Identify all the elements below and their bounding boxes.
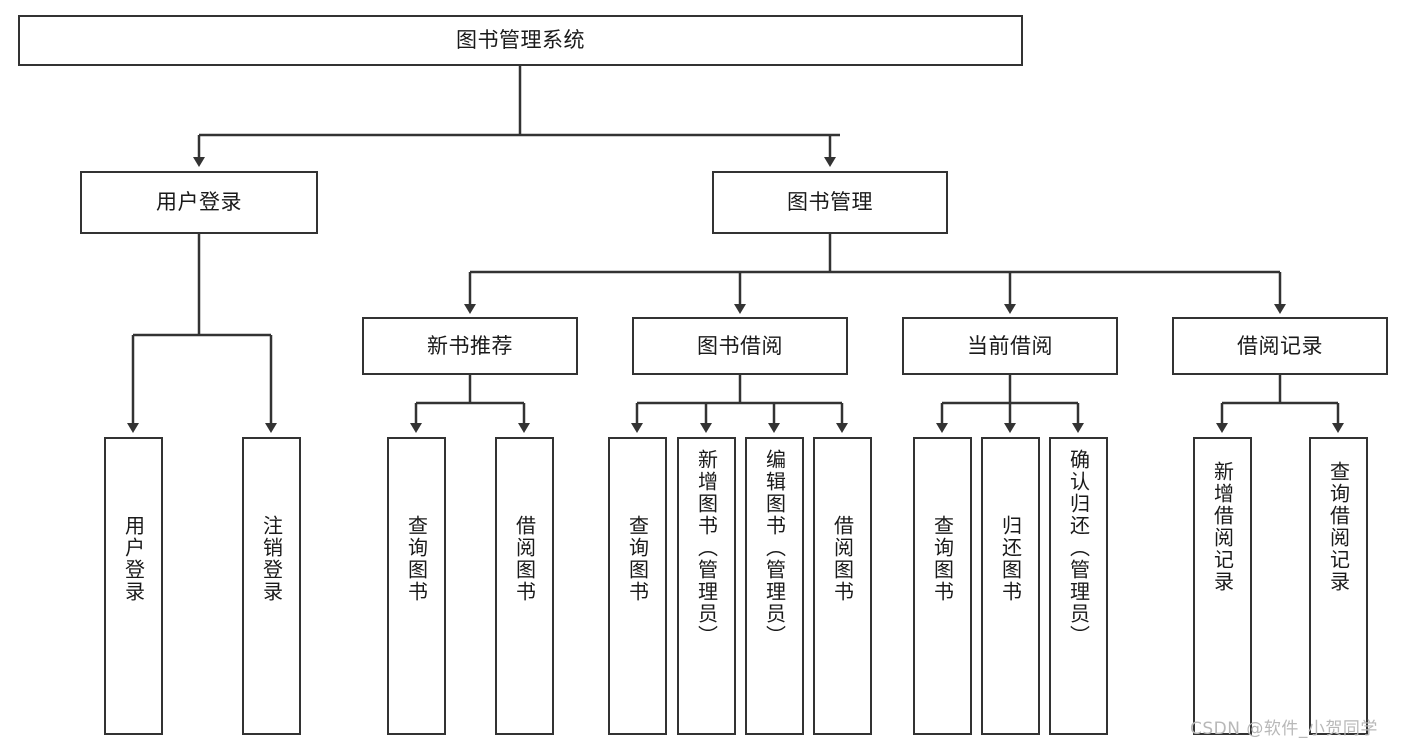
node-label: 查询图书 xyxy=(625,515,650,603)
node-label: 确认归还（管理员） xyxy=(1066,449,1091,647)
node-label: 归还图书 xyxy=(998,515,1023,603)
node-label: 当前借阅 xyxy=(967,333,1053,358)
node-label: 用户登录 xyxy=(156,190,242,215)
leaf-add-book-admin[interactable]: 新增图书（管理员） xyxy=(677,437,736,735)
leaf-add-borrow-record[interactable]: 新增借阅记录 xyxy=(1193,437,1252,735)
node-label: 图书管理系统 xyxy=(456,28,585,53)
node-label: 图书借阅 xyxy=(697,333,783,358)
leaf-query-book-borrow[interactable]: 查询图书 xyxy=(608,437,667,735)
leaf-query-book-recommend[interactable]: 查询图书 xyxy=(387,437,446,735)
node-root-system[interactable]: 图书管理系统 xyxy=(18,15,1023,66)
node-label: 新书推荐 xyxy=(427,333,513,358)
leaf-query-borrow-record[interactable]: 查询借阅记录 xyxy=(1309,437,1368,735)
leaf-user-logout[interactable]: 注销登录 xyxy=(242,437,301,735)
node-current-borrow[interactable]: 当前借阅 xyxy=(902,317,1118,375)
node-label: 查询图书 xyxy=(404,515,429,603)
node-label: 注销登录 xyxy=(259,515,284,603)
node-borrow-record[interactable]: 借阅记录 xyxy=(1172,317,1388,375)
leaf-return-book[interactable]: 归还图书 xyxy=(981,437,1040,735)
leaf-borrow-book[interactable]: 借阅图书 xyxy=(813,437,872,735)
node-label: 新增图书（管理员） xyxy=(694,449,719,647)
node-label: 借阅图书 xyxy=(512,515,537,603)
node-label: 借阅图书 xyxy=(830,515,855,603)
leaf-query-book-current[interactable]: 查询图书 xyxy=(913,437,972,735)
node-label: 查询图书 xyxy=(930,515,955,603)
leaf-confirm-return-admin[interactable]: 确认归还（管理员） xyxy=(1049,437,1108,735)
node-label: 编辑图书（管理员） xyxy=(762,449,787,647)
leaf-edit-book-admin[interactable]: 编辑图书（管理员） xyxy=(745,437,804,735)
node-new-book-recommend[interactable]: 新书推荐 xyxy=(362,317,578,375)
node-user-login[interactable]: 用户登录 xyxy=(80,171,318,234)
leaf-user-login[interactable]: 用户登录 xyxy=(104,437,163,735)
node-label: 借阅记录 xyxy=(1237,333,1323,358)
node-label: 用户登录 xyxy=(121,515,146,603)
node-book-borrow[interactable]: 图书借阅 xyxy=(632,317,848,375)
node-book-management[interactable]: 图书管理 xyxy=(712,171,948,234)
leaf-borrow-book-recommend[interactable]: 借阅图书 xyxy=(495,437,554,735)
node-label: 查询借阅记录 xyxy=(1326,461,1351,593)
csdn-watermark: CSDN @软件_小贺同学 xyxy=(1190,719,1378,739)
node-label: 图书管理 xyxy=(787,190,873,215)
node-label: 新增借阅记录 xyxy=(1210,461,1235,593)
